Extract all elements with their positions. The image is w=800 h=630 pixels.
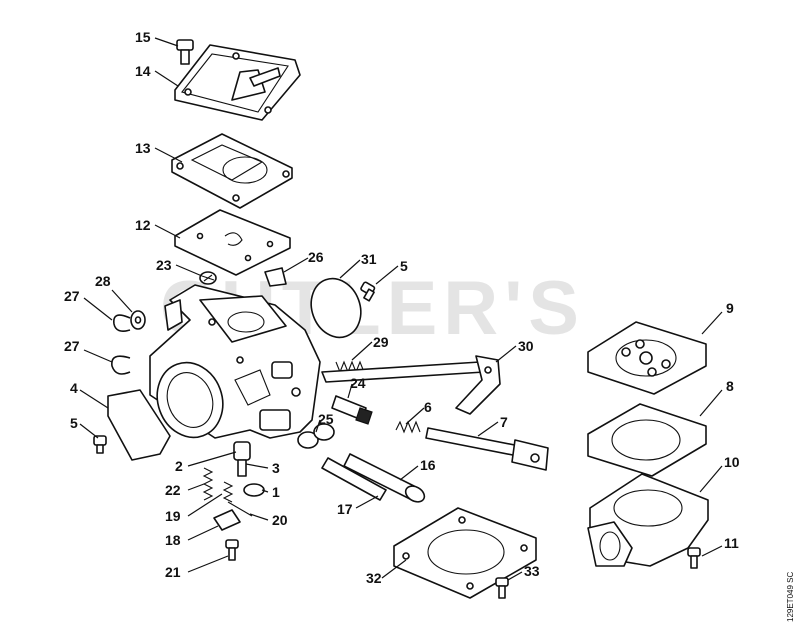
- part-22-spring: [202, 467, 214, 501]
- label-27-upper: 27: [64, 288, 80, 304]
- part-14-cover: [174, 44, 301, 121]
- label-23: 23: [156, 257, 172, 273]
- part-18-lever: [213, 509, 241, 531]
- label-12: 12: [135, 217, 151, 233]
- label-22: 22: [165, 482, 181, 498]
- part-32-cover-plate: [393, 507, 537, 599]
- part-28-washer: [130, 310, 146, 330]
- label-26: 26: [308, 249, 324, 265]
- label-16: 16: [420, 457, 436, 473]
- part-27-e-clip-upper: [113, 314, 131, 332]
- part-2-needle-seat: [233, 441, 251, 461]
- part-15-screw: [176, 39, 194, 65]
- label-21: 21: [165, 564, 181, 580]
- label-8: 8: [726, 378, 734, 394]
- part-16-pin: [343, 453, 426, 503]
- label-9: 9: [726, 300, 734, 316]
- part-10-pump-housing: [587, 473, 709, 567]
- label-20: 20: [272, 512, 288, 528]
- part-12-plate: [174, 209, 291, 276]
- part-8-gasket: [587, 403, 707, 477]
- label-24: 24: [350, 375, 366, 391]
- part-7-choke-shaft: [425, 427, 549, 471]
- part-21-screw: [225, 539, 239, 561]
- label-32: 32: [366, 570, 382, 586]
- part-19-spring: [222, 481, 234, 503]
- label-28: 28: [95, 273, 111, 289]
- label-15: 15: [135, 29, 151, 45]
- label-13: 13: [135, 140, 151, 156]
- part-31-valve-disc: [310, 277, 362, 339]
- label-18: 18: [165, 532, 181, 548]
- part-17-pin: [321, 457, 387, 501]
- part-26-clip: [264, 267, 287, 287]
- label-10: 10: [724, 454, 740, 470]
- part-4-gasket: [107, 389, 171, 461]
- part-5-screw-top: [360, 281, 376, 302]
- label-31: 31: [361, 251, 377, 267]
- label-14: 14: [135, 63, 151, 79]
- label-29: 29: [373, 334, 389, 350]
- part-33-screw: [495, 577, 509, 599]
- label-17: 17: [337, 501, 353, 517]
- part-labels: 15 14 13 12 23 26 31 5 28 27 27 29 30 4 …: [64, 29, 740, 586]
- part-30-throttle-shaft: [321, 355, 501, 415]
- part-13-gasket: [171, 133, 293, 209]
- label-27-lower: 27: [64, 338, 80, 354]
- part-1-washer: [243, 483, 265, 497]
- label-11: 11: [724, 535, 739, 551]
- label-5-left: 5: [70, 415, 78, 431]
- drawing-code: 129ET049 SC: [786, 572, 795, 622]
- label-33: 33: [524, 563, 540, 579]
- part-23-strainer: [199, 271, 217, 285]
- part-25-bushing: [297, 423, 335, 449]
- part-5-screw-left: [93, 435, 107, 454]
- label-19: 19: [165, 508, 181, 524]
- label-25: 25: [318, 411, 334, 427]
- label-4: 4: [70, 380, 78, 396]
- part-6-spring: [395, 420, 421, 434]
- part-24-pin: [331, 395, 373, 425]
- label-2: 2: [175, 458, 183, 474]
- label-5-top: 5: [400, 258, 408, 274]
- label-3: 3: [272, 460, 280, 476]
- part-3-needle: [237, 459, 247, 477]
- label-1: 1: [272, 484, 280, 500]
- carburetor-body: [149, 284, 321, 439]
- part-9-diaphragm: [587, 321, 707, 395]
- label-6: 6: [424, 399, 432, 415]
- part-27-e-clip-lower: [111, 355, 131, 375]
- label-30: 30: [518, 338, 534, 354]
- leader-lines: [79, 37, 723, 581]
- part-20-lever-pin: [227, 501, 253, 517]
- part-11-screw: [687, 547, 701, 569]
- label-7: 7: [500, 414, 508, 430]
